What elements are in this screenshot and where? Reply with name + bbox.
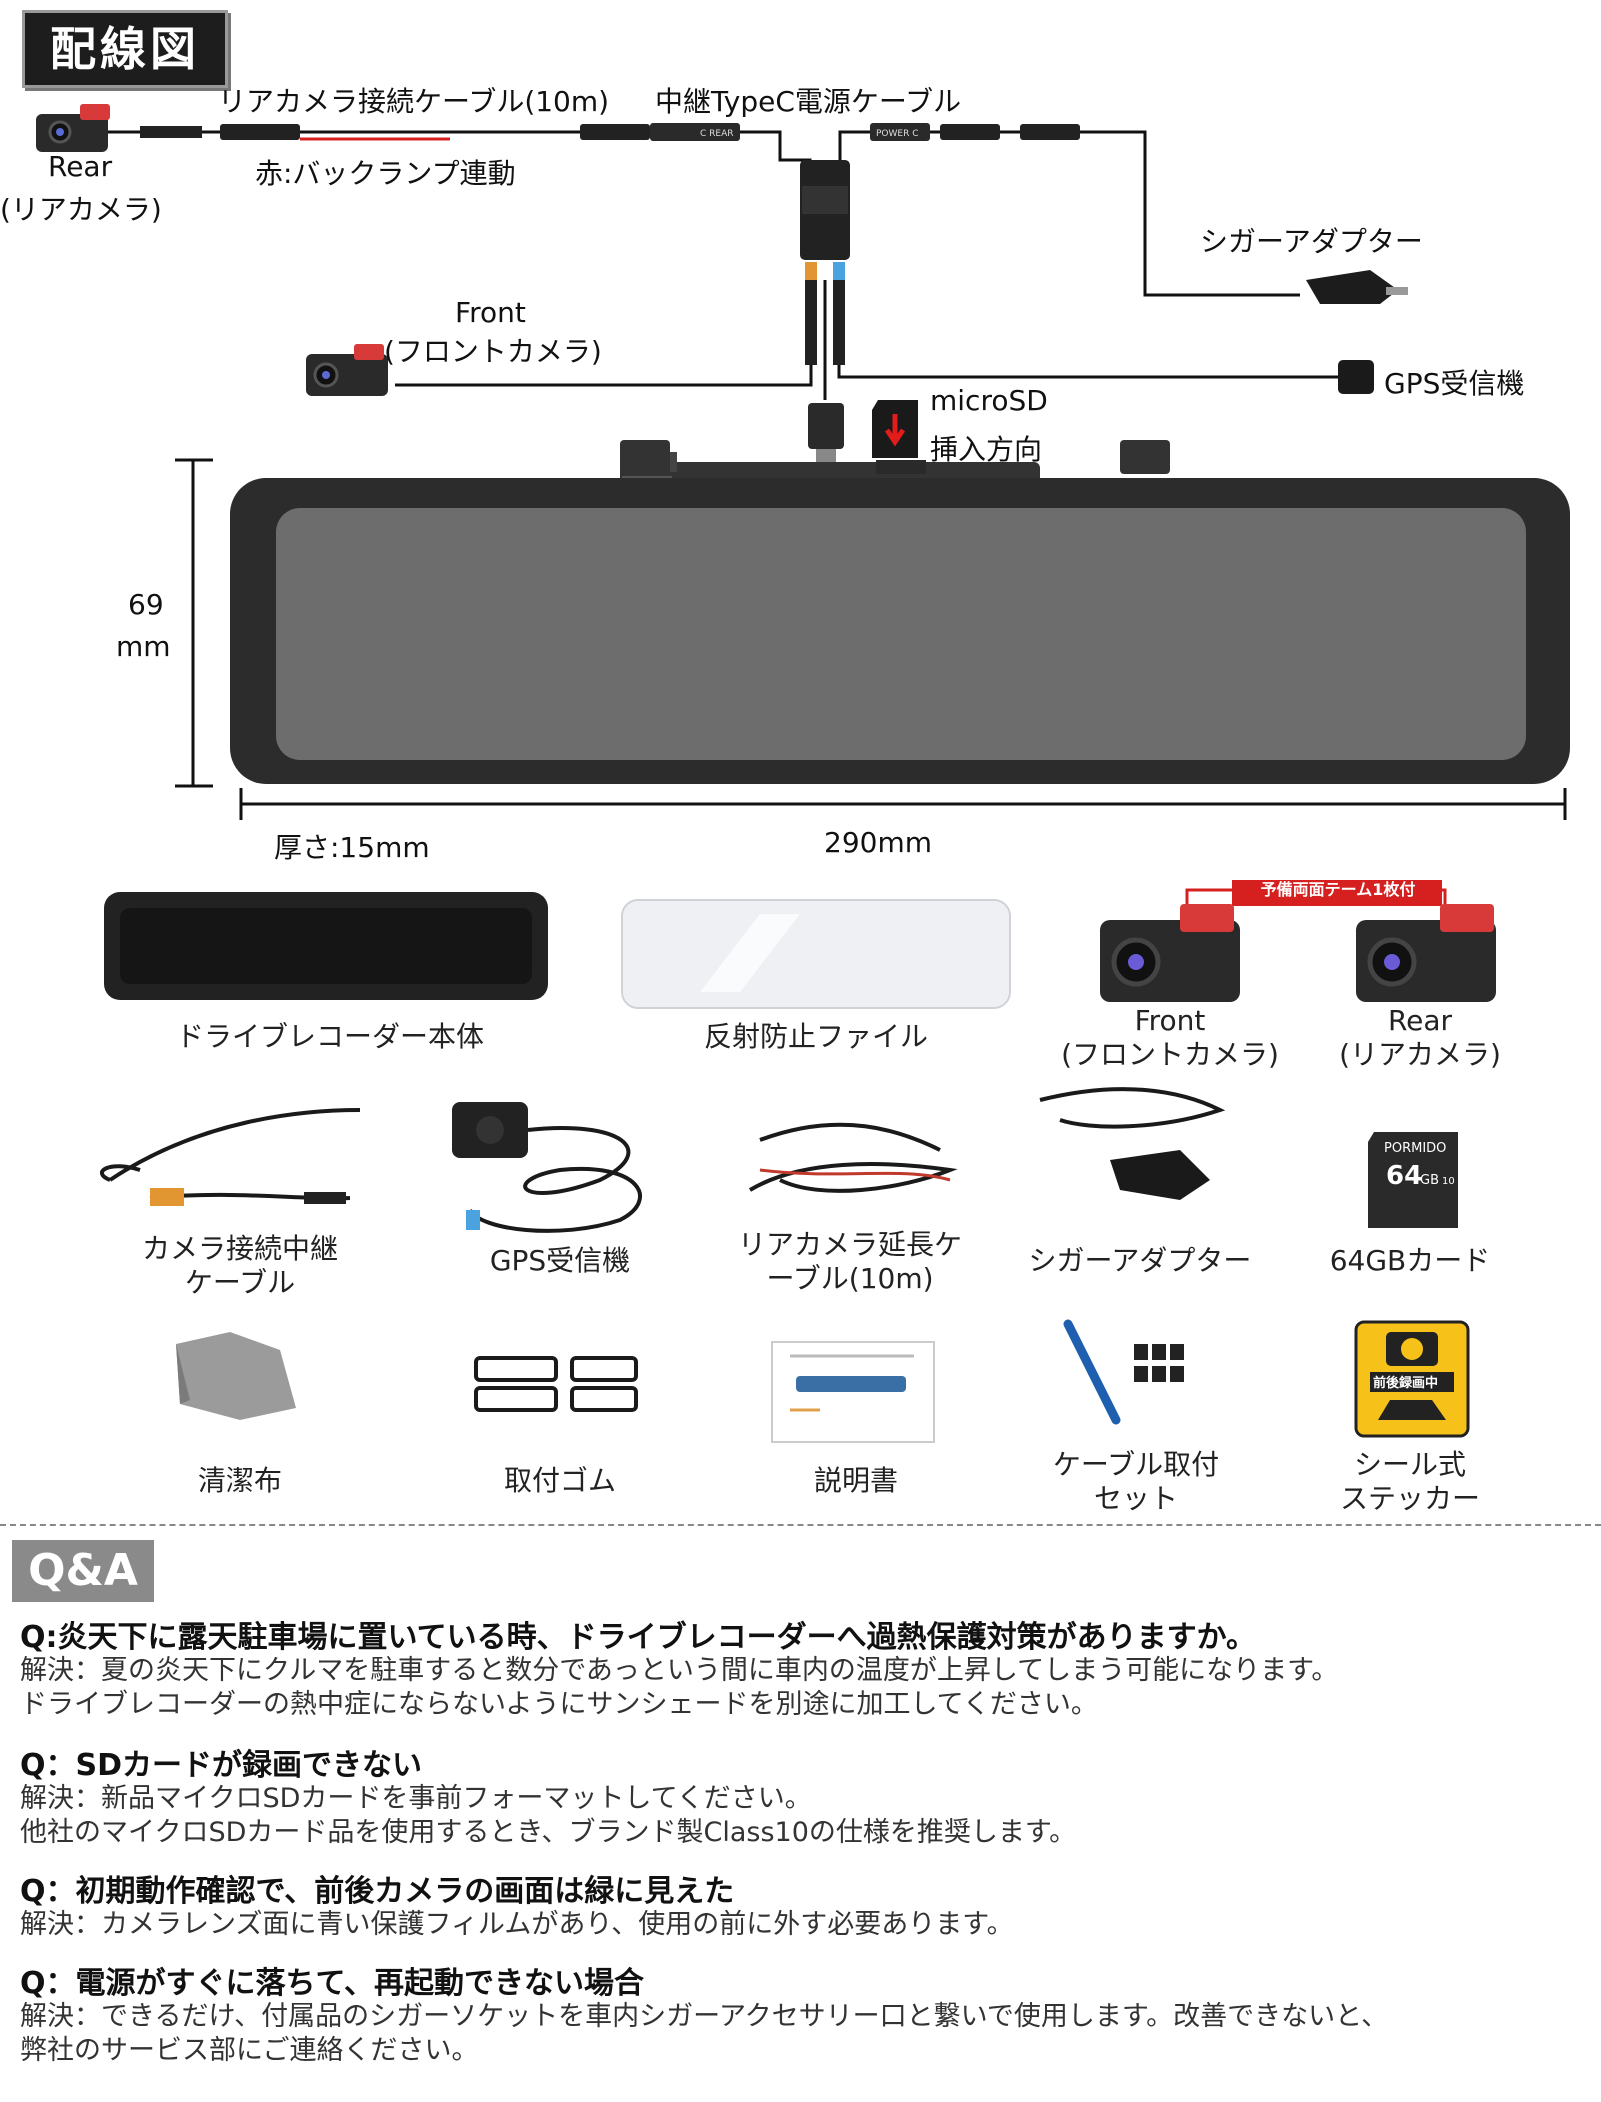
answer-4-line-2: 弊社のサービス部にご連絡ください。 <box>20 2035 479 2066</box>
sd-card-brand: PORMIDO <box>1384 1141 1446 1156</box>
relay-cable-label: 中継TypeC電源ケーブル <box>655 85 962 118</box>
dashcam-body-image <box>104 892 548 1000</box>
microsd-label: microSD <box>930 384 1048 417</box>
question-1: Q:炎天下に露天駐車場に置いている時、ドライブレコーダーへ過熱保護対策があります… <box>20 1620 1256 1655</box>
front-camera-image <box>306 344 388 396</box>
rear-camera-label: Rear <box>48 150 113 183</box>
width-dimension <box>239 788 1567 820</box>
mirror-body-image <box>230 440 1570 784</box>
relay-cable-image <box>100 1108 361 1201</box>
gps-module-image <box>1338 360 1374 394</box>
cigar-adapter-image <box>1306 270 1408 304</box>
anti-glare-film-image <box>621 899 1011 1009</box>
label-sticker: シール式 ステッカー <box>1339 1448 1480 1515</box>
gps-accessory-image <box>452 1102 642 1233</box>
cigar-adapter-label: シガーアダプター <box>1200 225 1423 258</box>
red-wire-label: 赤:バックランプ連動 <box>255 157 516 190</box>
label-rear-camera: Rear (リアカメラ) <box>1339 1004 1501 1071</box>
answer-1-line-1: 解決：夏の炎天下にクルマを駐車すると数分であっという間に車内の温度が上昇してしま… <box>20 1655 1339 1686</box>
label-gps: GPS受信機 <box>489 1244 631 1277</box>
rear-extension-cable-image <box>748 1122 958 1193</box>
sd-card-class: 10 <box>1442 1176 1455 1187</box>
front-camera-label: Front <box>455 296 526 329</box>
height-dimension <box>175 458 213 788</box>
front-camera-sub-label: (フロントカメラ) <box>384 335 602 368</box>
label-dashcam-body: ドライブレコーダー本体 <box>175 1020 484 1053</box>
accessories-graphics: PORMIDO 64 GB 10 前後録画中 <box>100 880 1496 1443</box>
mounting-rubber-image <box>474 1356 638 1412</box>
qa-title: Q&A <box>12 1540 154 1602</box>
sd-card-unit: GB <box>1420 1173 1439 1188</box>
cable-mark-a: C REAR <box>700 129 734 139</box>
rear-camera-sub-label: (リアカメラ) <box>0 193 162 226</box>
label-rear-extension-cable: リアカメラ延長ケ ーブル(10m) <box>737 1228 962 1295</box>
gps-label: GPS受信機 <box>1384 367 1525 400</box>
tape-note: 予備両面テーム1枚付 <box>1260 880 1416 899</box>
microsd-card-image <box>872 400 918 458</box>
question-2: Q：SDカードが録画できない <box>20 1748 423 1783</box>
rear-cable-label: リアカメラ接続ケーブル(10m) <box>218 85 610 118</box>
label-mounting-rubber: 取付ゴム <box>503 1464 616 1497</box>
question-4: Q：電源がすぐに落ちて、再起動できない場合 <box>20 1966 645 2001</box>
label-anti-glare-film: 反射防止ファイル <box>703 1020 928 1053</box>
microsd-direction-label: 挿入方向 <box>930 433 1043 466</box>
answer-4-line-1: 解決：できるだけ、付属品のシガーソケットを車内シガーアクセサリー口と繋いで使用し… <box>20 2001 1389 2032</box>
label-sd-card: 64GBカード <box>1329 1244 1491 1277</box>
sticker-text: 前後録画中 <box>1373 1375 1438 1391</box>
label-cable-tool-set: ケーブル取付 セット <box>1052 1448 1220 1515</box>
label-cleaning-cloth: 清潔布 <box>197 1464 282 1497</box>
section-divider <box>0 1524 1601 1526</box>
answer-2-line-1: 解決：新品マイクロSDカードを事前フォーマットしてください。 <box>20 1783 812 1814</box>
label-front-camera: Front (フロントカメラ) <box>1061 1004 1279 1071</box>
label-cigar-adapter: シガーアダプター <box>1028 1244 1252 1277</box>
cleaning-cloth-image <box>176 1332 296 1420</box>
answer-3-line-1: 解決：カメラレンズ面に青い保護フィルムがあり、使用の前に外す必要あります。 <box>20 1909 1014 1940</box>
rear-camera-image <box>36 104 110 152</box>
cable-tool-set-image <box>1063 1319 1184 1425</box>
label-relay-cable: カメラ接続中継 ケーブル <box>141 1232 338 1299</box>
front-camera-accessory-image <box>1100 904 1240 1002</box>
wiring-diagram: C REAR POWER C <box>36 104 1570 820</box>
height-value: 69 <box>128 588 164 621</box>
sd-card-capacity: 64 <box>1386 1161 1422 1191</box>
sticker-image: 前後録画中 <box>1354 1320 1470 1438</box>
thickness-label: 厚さ:15mm <box>274 831 430 864</box>
answer-1-line-2: ドライブレコーダーの熱中症にならないようにサンシェードを別途に加工してください。 <box>20 1689 1098 1720</box>
answer-2-line-2: 他社のマイクロSDカード品を使用するとき、ブランド製Class10の仕様を推奨し… <box>20 1817 1077 1848</box>
rear-camera-accessory-image <box>1356 904 1496 1002</box>
question-3: Q：初期動作確認で、前後カメラの画面は緑に見えた <box>20 1874 735 1909</box>
diagram-title: 配線図 <box>22 10 228 88</box>
manual-image <box>771 1341 935 1443</box>
cigar-adapter-accessory-image <box>1039 1087 1226 1200</box>
sd-card-image: PORMIDO 64 GB 10 <box>1368 1132 1458 1228</box>
height-unit: mm <box>116 630 171 663</box>
width-label: 290mm <box>824 826 932 859</box>
cable-mark-b: POWER C <box>876 129 919 139</box>
label-manual: 説明書 <box>813 1464 898 1497</box>
